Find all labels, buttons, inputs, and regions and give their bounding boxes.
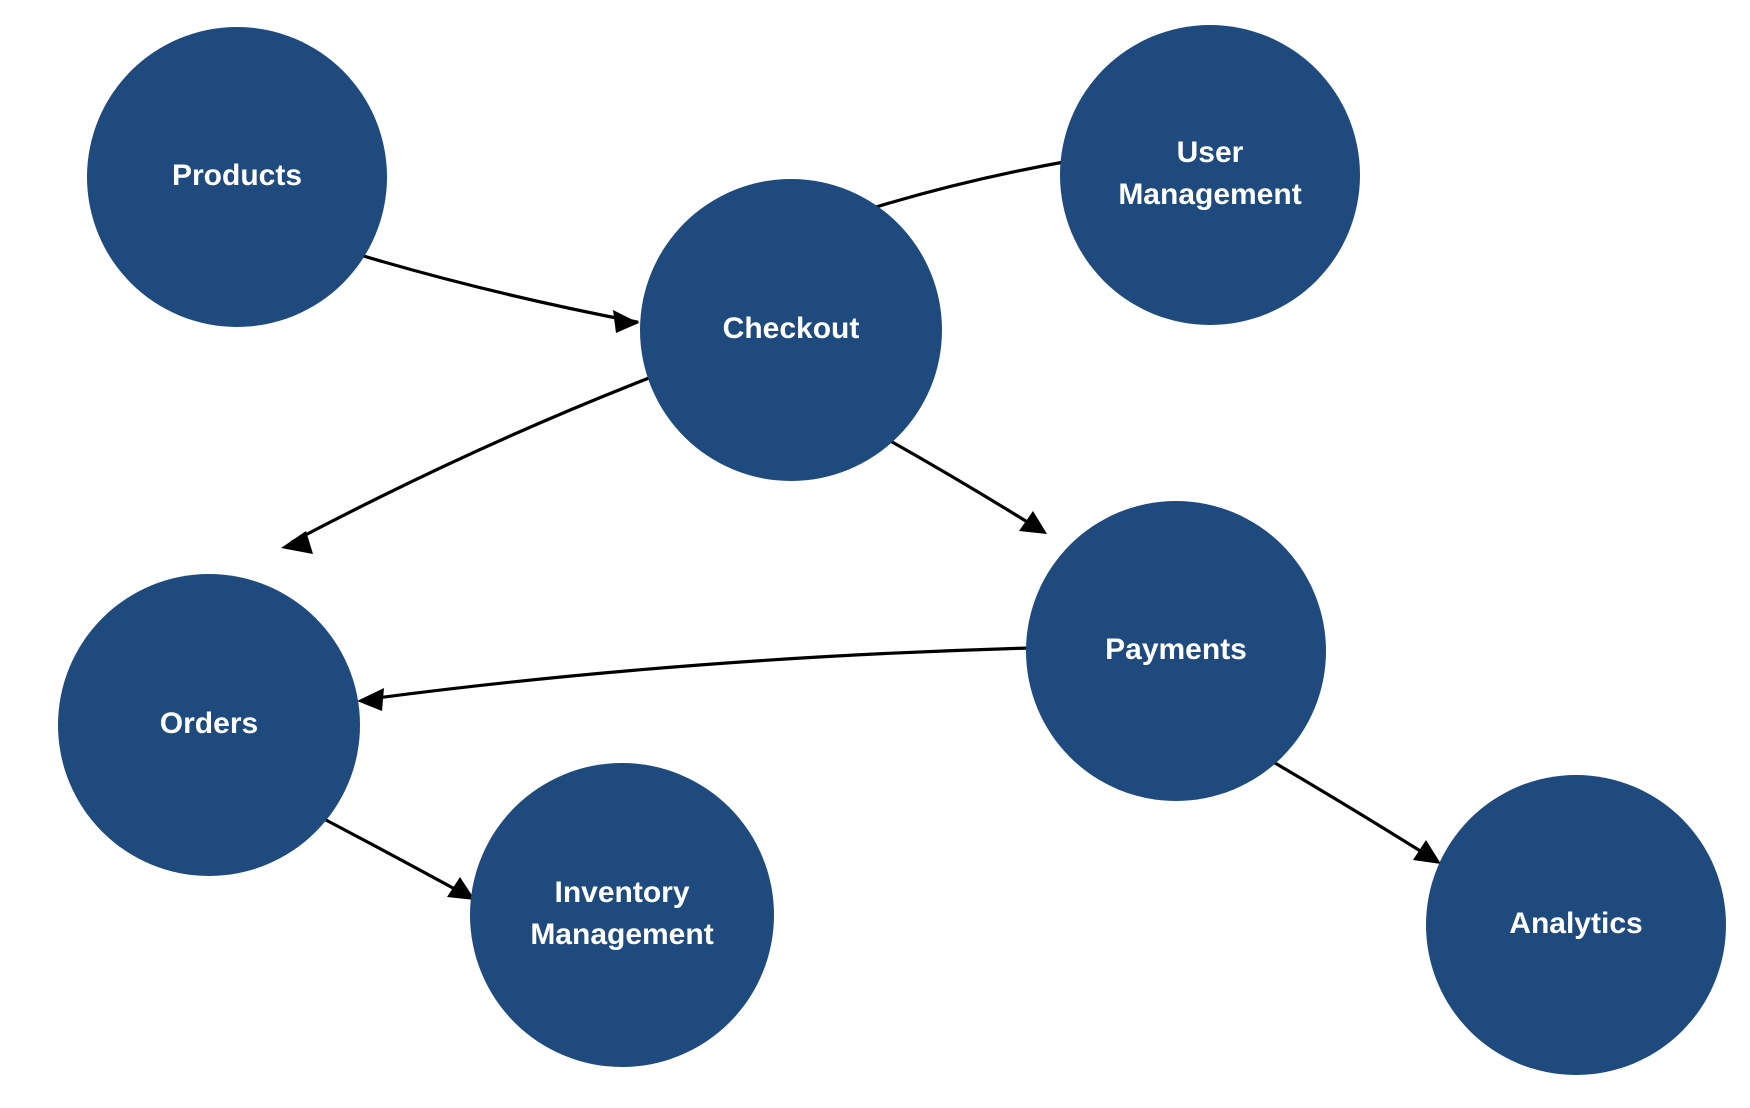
node-shape[interactable] [1026,501,1326,801]
node-shape[interactable] [58,574,360,876]
node-shape[interactable] [1426,775,1726,1075]
edge-line [1273,761,1432,859]
node-checkout[interactable]: Checkout [640,179,942,481]
edge-checkout-to-orders [281,376,651,554]
edge-checkout-to-payments [876,432,1047,534]
edges-layer [281,158,1441,900]
node-orders[interactable]: Orders [58,574,360,876]
arrowhead-icon [357,688,384,711]
edge-products-to-checkout [335,246,639,333]
node-shape[interactable] [470,763,774,1067]
node-shape[interactable] [87,27,387,327]
arrowhead-icon [281,531,313,554]
node-shape[interactable] [640,179,942,481]
edge-line [290,376,651,544]
node-analytics[interactable]: Analytics [1426,775,1726,1075]
edge-payments-to-orders [357,646,1031,711]
arrowhead-icon [1413,840,1441,864]
node-products[interactable]: Products [87,27,387,327]
node-payments[interactable]: Payments [1026,501,1326,801]
edge-payments-to-analytics [1273,761,1441,864]
node-shape[interactable] [1060,25,1360,325]
arrowhead-icon [447,877,475,900]
arrowhead-icon [1019,511,1047,534]
edge-line [876,432,1039,530]
edge-line [335,246,639,324]
edge-line [367,646,1031,701]
arrowhead-icon [613,310,639,333]
